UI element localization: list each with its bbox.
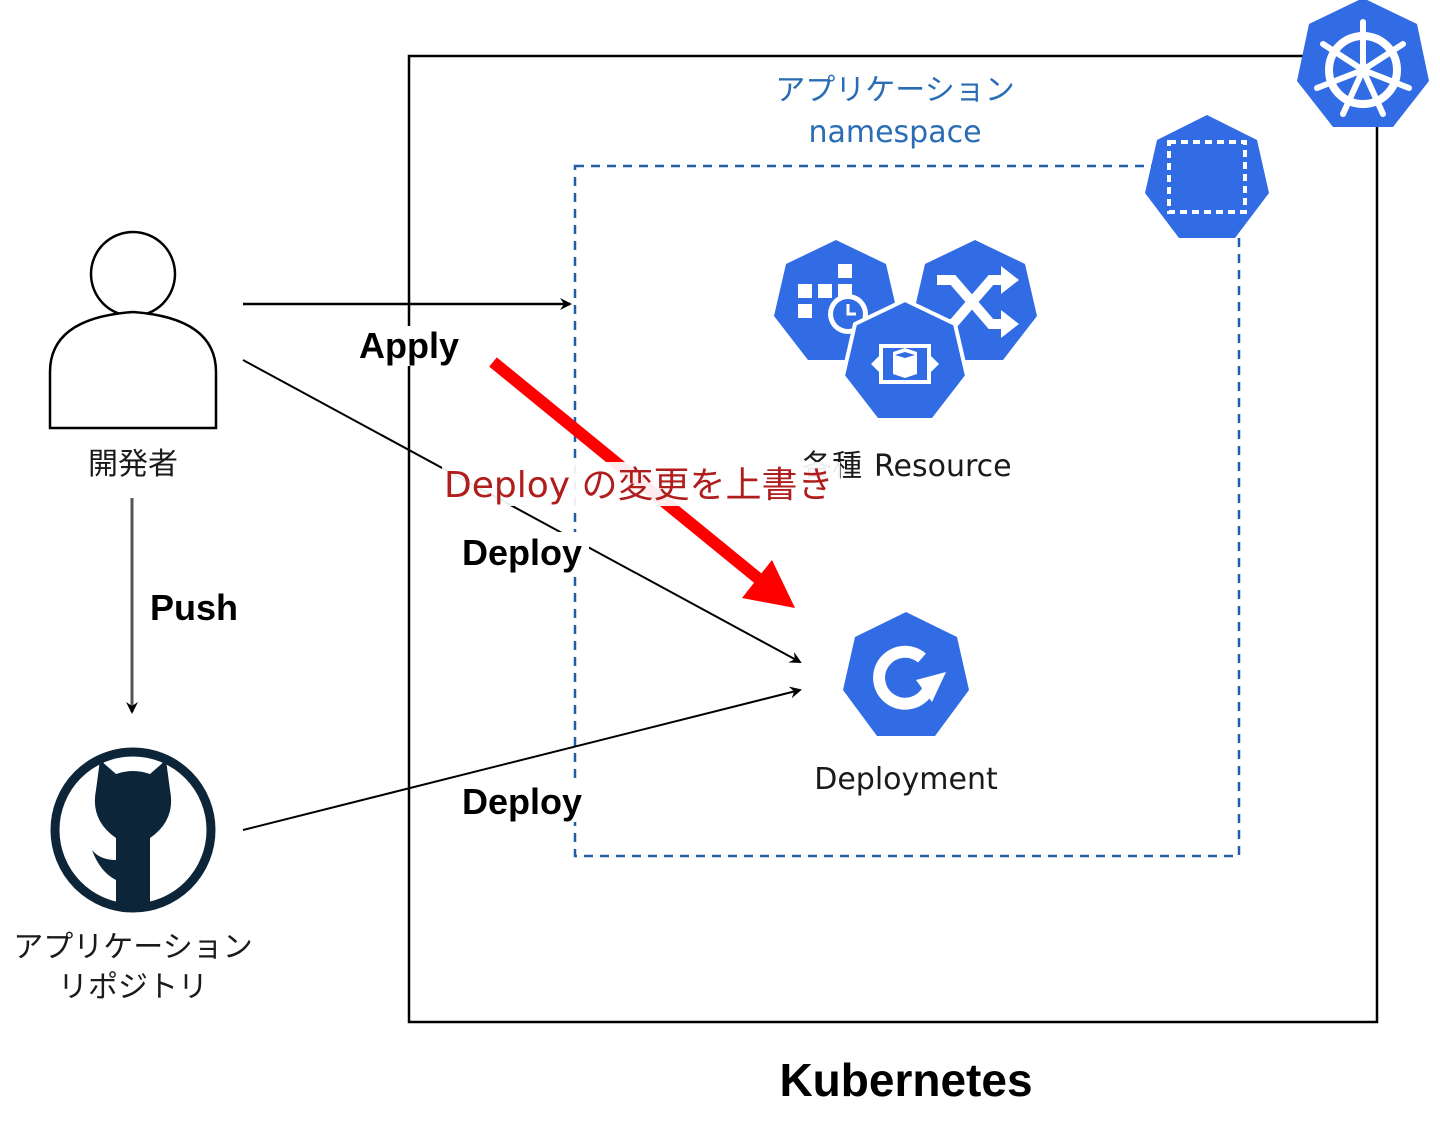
deploy-label-bg-2 [455,782,589,822]
kubernetes-cluster-box[interactable] [407,54,1379,1024]
kubernetes-helm-icon [1297,0,1429,127]
override-label: Deploy の変更を上書き [444,465,834,506]
apply-label: Apply [359,325,459,366]
developer-label: 開発者 [88,447,178,482]
deploy-label-repository: Deploy [462,781,582,822]
deploy-label-bg-1 [455,532,589,572]
push-label: Push [150,587,238,628]
repository-label-line2: リポジトリ [58,970,208,1005]
namespace-label-line2: namespace [808,115,981,150]
deployment-icon [843,612,969,736]
namespace-icon [1145,115,1269,238]
repository-label-line1: アプリケーション [13,930,252,965]
namespace-box[interactable] [573,164,1241,858]
override-label-bg [442,462,840,506]
user-icon [48,230,218,430]
apply-label-bg [352,326,466,366]
repository-deploy-edge[interactable] [242,686,802,831]
deployment-label: Deployment [814,762,998,797]
developer-deploy-edge[interactable] [242,359,802,663]
namespace-label-line1: アプリケーション [775,73,1014,108]
deploy-label-developer: Deploy [462,532,582,573]
pod-icon [840,297,970,422]
github-icon [50,747,216,913]
resources-label: Resource [874,449,1012,484]
kubernetes-title: Kubernetes [779,1054,1032,1106]
